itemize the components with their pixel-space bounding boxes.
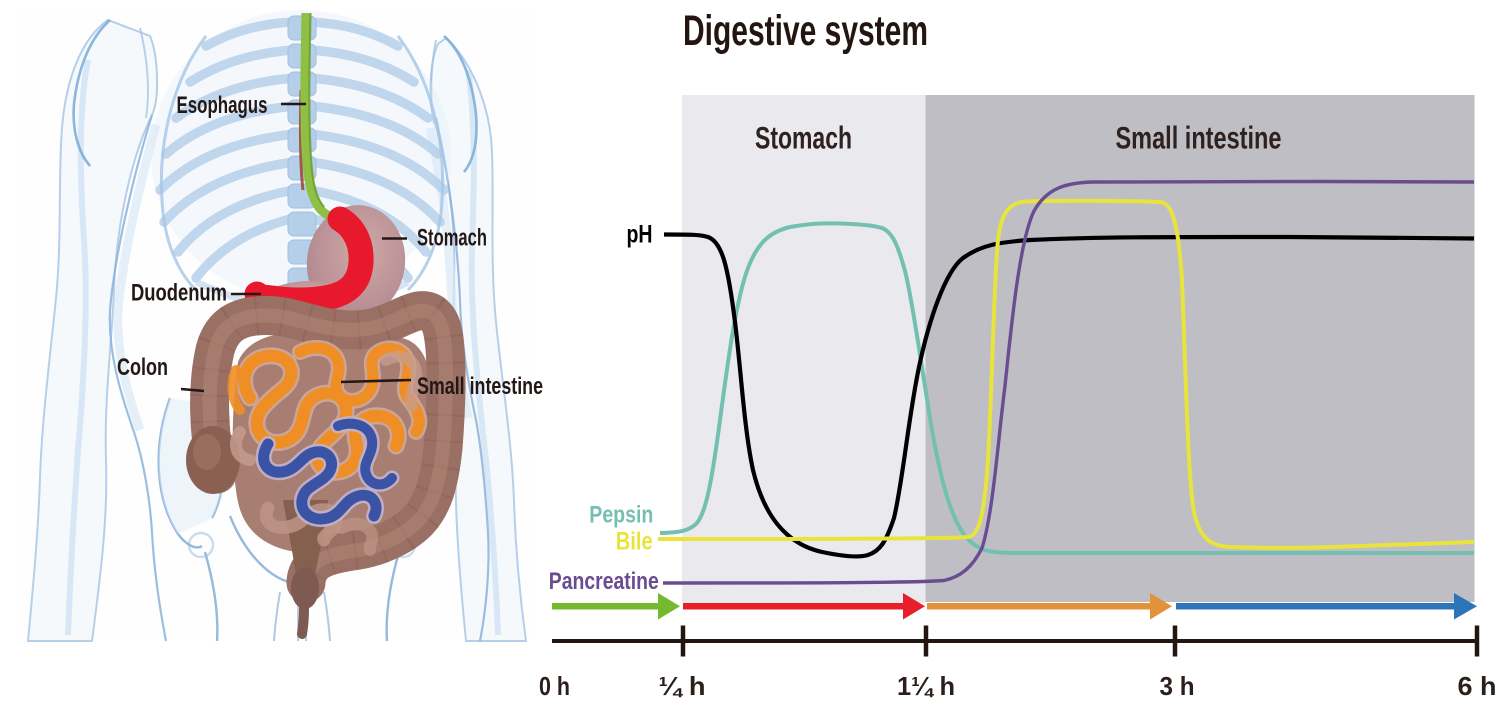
svg-text:Small intestine: Small intestine [1116,120,1282,156]
svg-text:3 h: 3 h [1160,671,1195,701]
svg-text:1¼ h: 1¼ h [897,671,955,701]
svg-text:Bile: Bile [616,527,653,555]
svg-text:Digestive system: Digestive system [683,7,928,55]
svg-text:Pepsin: Pepsin [589,501,653,528]
svg-text:Small intestine: Small intestine [417,373,543,400]
svg-text:Esophagus: Esophagus [177,92,268,119]
svg-text:pH: pH [627,221,653,249]
svg-text:6 h: 6 h [1458,671,1497,701]
svg-text:Pancreatine: Pancreatine [549,568,659,595]
svg-text:0 h: 0 h [539,671,570,701]
svg-text:¼ h: ¼ h [659,671,706,701]
svg-text:Colon: Colon [117,354,168,381]
svg-text:Stomach: Stomach [417,225,487,252]
svg-text:Duodenum: Duodenum [131,280,227,307]
svg-text:Stomach: Stomach [755,120,852,156]
